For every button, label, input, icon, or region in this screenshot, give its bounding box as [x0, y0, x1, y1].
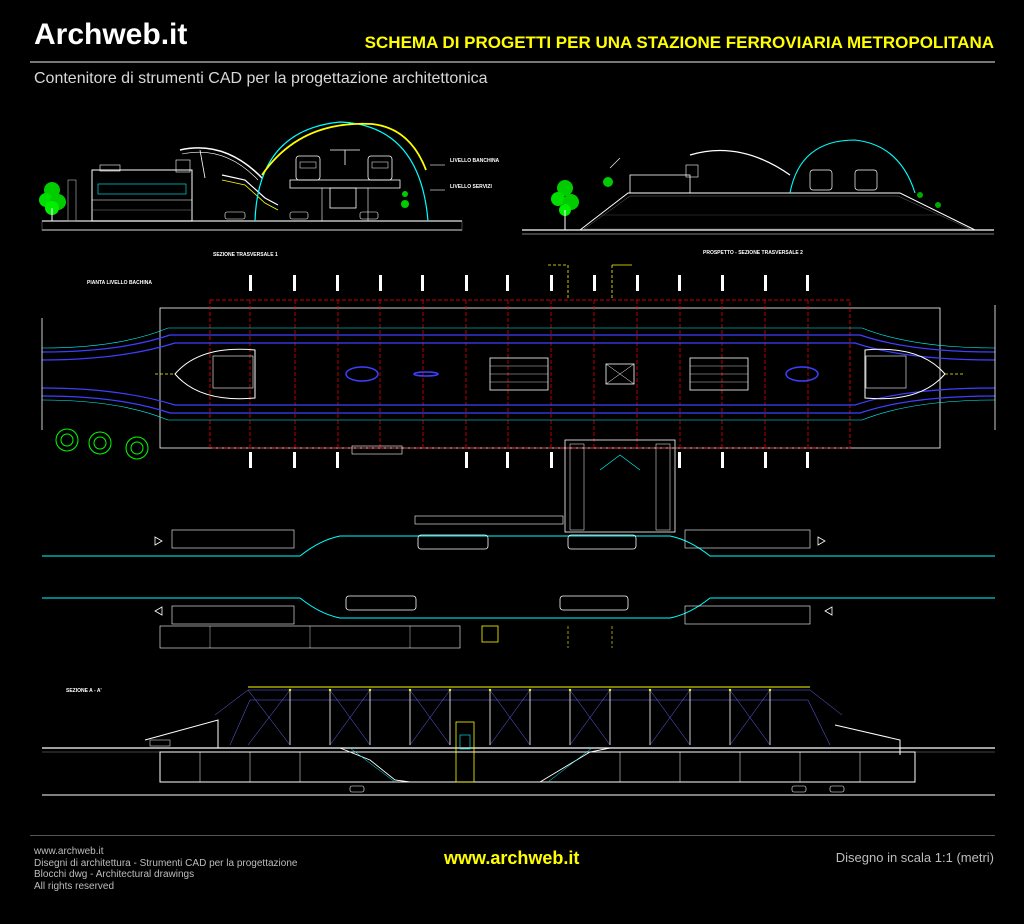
footer-line-blocks: Blocchi dwg - Architectural drawings	[34, 869, 195, 880]
header-divider	[30, 61, 995, 63]
footer-divider	[30, 835, 995, 836]
page-title: SCHEMA DI PROGETTI PER UNA STAZIONE FERR…	[364, 33, 994, 52]
archweb-logo: Archweb.it	[34, 18, 188, 51]
label-sezione-aa: SEZIONE A - A'	[66, 688, 102, 694]
plan-trees	[55, 428, 149, 460]
sezione-trasversale-1-drawing: LIVELLO BANCHINA LIVELLO SERVIZI SEZIONE…	[39, 121, 500, 258]
label-livello-banchina: LIVELLO BANCHINA	[450, 158, 500, 164]
footer-scale: Disegno in scala 1:1 (metri)	[835, 850, 994, 865]
page-subtitle: Contenitore di strumenti CAD per la prog…	[34, 70, 488, 87]
label-sezione-trasversale-1: SEZIONE TRASVERSALE 1	[213, 252, 278, 258]
footer-line-rights: All rights reserved	[34, 880, 115, 892]
prospetto-sezione-2-drawing: PROSPETTO - SEZIONE TRASVERSALE 2	[522, 139, 994, 256]
footer-line-website: www.archweb.it	[34, 846, 104, 857]
label-livello-servizi: LIVELLO SERVIZI	[450, 184, 492, 190]
label-pianta-livello: PIANTA LIVELLO BACHINA	[87, 280, 152, 286]
footer-info: www.archweb.it Disegni di architettura -…	[34, 846, 297, 892]
pianta-livello-banchina-drawing: PIANTA LIVELLO BACHINA	[41, 264, 996, 533]
tree-icon	[551, 180, 579, 230]
footer-url: www.archweb.it	[444, 848, 580, 868]
footer-line-description: Disegni di architettura - Strumenti CAD …	[34, 857, 298, 869]
tree-icon	[39, 182, 66, 221]
label-prospetto-sezione-2: PROSPETTO - SEZIONE TRASVERSALE 2	[703, 250, 803, 256]
road-plan-drawing	[42, 529, 995, 649]
sezione-aa-drawing: SEZIONE A - A'	[42, 686, 995, 796]
